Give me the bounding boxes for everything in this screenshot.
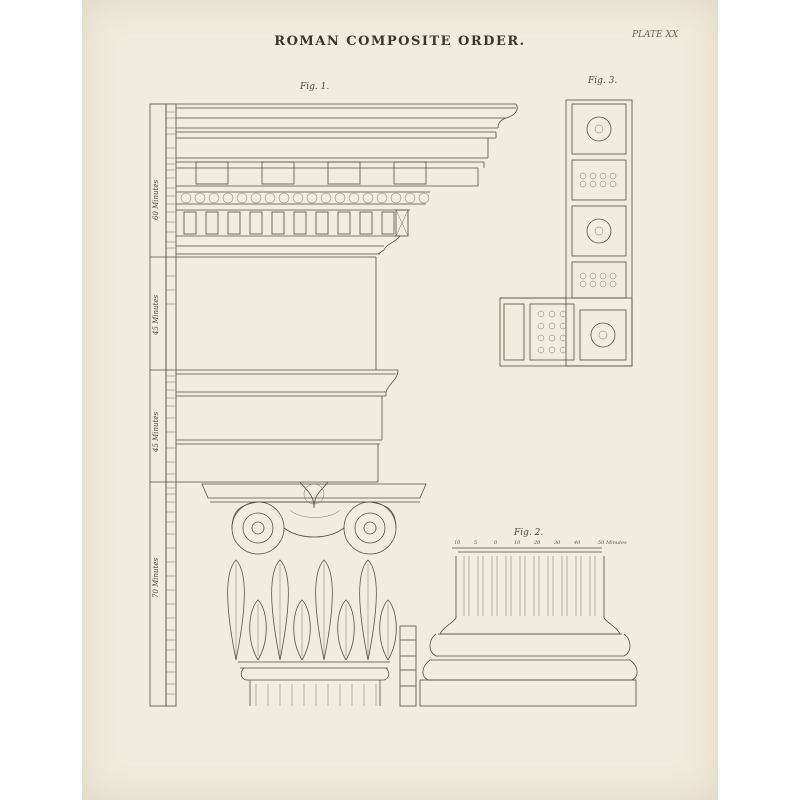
soffit-dot	[548, 310, 556, 318]
frieze-minutes-label: 45 Minutes	[152, 294, 160, 336]
acanthus-leaf	[337, 599, 355, 661]
soffit-dot	[559, 322, 567, 330]
scale-tick-label: 0	[494, 540, 498, 546]
column-base	[419, 547, 638, 707]
egg-ornament	[264, 192, 276, 204]
egg-ornament	[376, 192, 388, 204]
egg-ornament	[250, 192, 262, 204]
acanthus-leaf	[271, 559, 289, 661]
capital-minutes-label: 70 Minutes	[152, 557, 160, 598]
dentil	[183, 211, 197, 235]
soffit-dot	[579, 172, 587, 180]
soffit-dot	[537, 322, 545, 330]
rosette-center	[594, 226, 604, 236]
rosette-ornament	[590, 322, 616, 348]
dentil	[249, 211, 263, 235]
rosette-ornament	[586, 116, 612, 142]
architrave	[176, 369, 399, 483]
scale-tick-label: 10	[514, 540, 521, 546]
rosette-ornament	[586, 218, 612, 244]
egg-ornament	[236, 192, 248, 204]
soffit-dot	[559, 310, 567, 318]
soffit-dot	[599, 272, 607, 280]
soffit-dot	[537, 334, 545, 342]
egg-ornament	[348, 192, 360, 204]
soffit-dot	[609, 172, 617, 180]
egg-ornament	[306, 192, 318, 204]
soffit-dot	[609, 280, 617, 288]
egg-ornament	[404, 192, 416, 204]
soffit-dot	[589, 180, 597, 188]
soffit-dot	[537, 346, 545, 354]
soffit-dot	[548, 322, 556, 330]
dentil	[359, 211, 373, 235]
dentil	[271, 211, 285, 235]
acanthus-leaf	[227, 559, 245, 661]
scale-tick-label: 10	[454, 540, 461, 546]
acanthus-leaf	[293, 599, 311, 661]
soffit-dot	[548, 346, 556, 354]
soffit-dot	[548, 334, 556, 342]
fig-2-label: Fig. 2.	[514, 528, 544, 538]
egg-ornament	[278, 192, 290, 204]
soffit-dot	[579, 180, 587, 188]
scale-tick-label: 30	[554, 540, 561, 546]
acanthus-leaf	[359, 559, 377, 661]
dentil	[293, 211, 307, 235]
dentil	[315, 211, 329, 235]
scale-tick-label: 20	[533, 540, 541, 546]
cornice-minutes-label: 60 Minutes	[152, 179, 160, 220]
soffit-dot	[537, 310, 545, 318]
acanthus-leaf	[379, 599, 397, 661]
rosette-center	[594, 124, 604, 134]
capital-scale	[399, 625, 417, 707]
egg-ornament	[334, 192, 346, 204]
acanthus-leaf	[249, 599, 267, 661]
soffit-dot	[599, 280, 607, 288]
fig-1-label: Fig. 1.	[300, 82, 330, 92]
soffit-dot	[559, 346, 567, 354]
architrave-minutes-label: 45 Minutes	[152, 411, 160, 453]
fig2-scale-labels: 50 Minutes 10 5 0 10 20 30 40	[454, 540, 627, 546]
acanthus-leaf	[315, 559, 333, 661]
egg-ornament	[208, 192, 220, 204]
egg-ornament	[320, 192, 332, 204]
composite-capital	[201, 481, 427, 706]
frieze	[176, 256, 377, 370]
soffit-dot	[609, 272, 617, 280]
rosette-center	[598, 330, 608, 340]
soffit-dot	[579, 280, 587, 288]
egg-ornament	[222, 192, 234, 204]
scale-unit: 50 Minutes	[598, 540, 627, 546]
egg-ornament	[292, 192, 304, 204]
plate-title: ROMAN COMPOSITE ORDER.	[274, 34, 526, 49]
scale-tick-label: 40	[573, 540, 581, 546]
soffit-dot	[609, 180, 617, 188]
egg-ornament	[390, 192, 402, 204]
egg-ornament	[418, 192, 430, 204]
scale-tick-label: 5	[474, 540, 477, 546]
soffit-dot	[589, 172, 597, 180]
egg-ornament	[180, 192, 192, 204]
dentil	[227, 211, 241, 235]
soffit-dot	[589, 280, 597, 288]
soffit-dot	[559, 334, 567, 342]
dentil	[205, 211, 219, 235]
cornice-profile	[176, 103, 518, 255]
soffit-dot	[599, 172, 607, 180]
dentil	[381, 211, 395, 235]
egg-ornament	[362, 192, 374, 204]
measurement-column: 60 Minutes 45 Minutes 45 Minutes 70 Minu…	[149, 103, 177, 707]
plate-number: PLATE XX	[632, 30, 679, 40]
fig-3-label: Fig. 3.	[588, 76, 618, 86]
soffit-dot	[579, 272, 587, 280]
egg-ornament	[194, 192, 206, 204]
soffit-dot	[589, 272, 597, 280]
soffit-dot	[599, 180, 607, 188]
dentil	[337, 211, 351, 235]
soffit-panels	[499, 99, 633, 367]
